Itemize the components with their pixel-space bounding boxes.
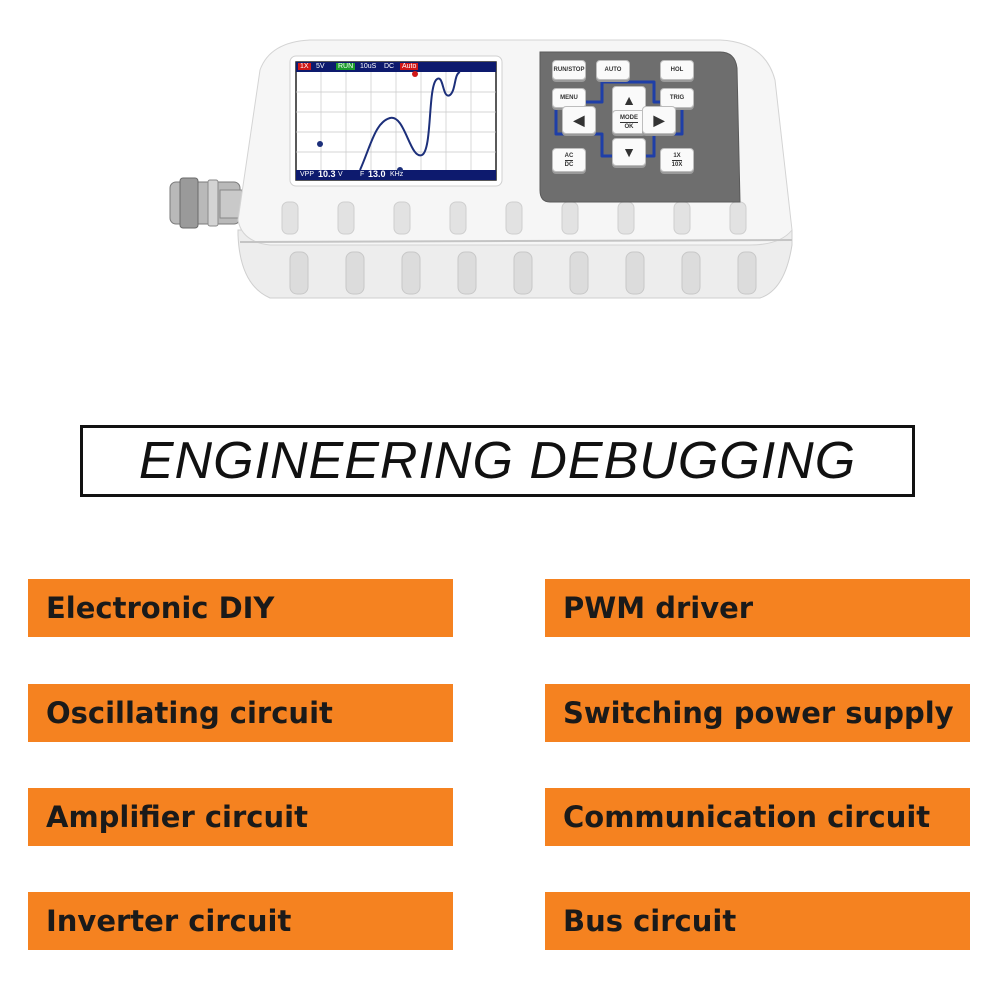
menu-button[interactable]: MENU — [552, 88, 586, 108]
screen-vpp-value: 10.3 — [318, 169, 336, 179]
screen-trigger-mode: Auto — [400, 63, 419, 70]
application-label: Electronic DIY — [28, 579, 453, 637]
right-button[interactable]: ▶ — [642, 106, 676, 134]
screen-freq-label: F — [360, 171, 365, 178]
auto-button[interactable]: AUTO — [596, 60, 630, 80]
screen-volts-div: 5V — [316, 63, 325, 70]
page-title: ENGINEERING DEBUGGING — [138, 432, 857, 490]
screen-timebase: 10uS — [360, 63, 377, 70]
screen-grid — [296, 72, 496, 170]
screen-freq-value: 13.0 — [368, 169, 386, 179]
up-button[interactable]: ▲ — [612, 86, 646, 114]
hold-button[interactable]: HOL — [660, 60, 694, 80]
application-label: Communication circuit — [545, 788, 970, 846]
application-label: Amplifier circuit — [28, 788, 453, 846]
application-label: Bus circuit — [545, 892, 970, 950]
screen-coupling: DC — [384, 63, 395, 70]
down-button[interactable]: ▼ — [612, 138, 646, 166]
trigger-marker — [412, 71, 418, 77]
left-button[interactable]: ◀ — [562, 106, 596, 134]
application-label: PWM driver — [545, 579, 970, 637]
waveform-trace — [359, 71, 461, 171]
application-label: Oscillating circuit — [28, 684, 453, 742]
screen-vpp-unit: V — [338, 171, 343, 178]
oscilloscope-device: 1X 5V RUN 10uS DC Auto VPP 10.3 V F 13.0… — [160, 30, 810, 330]
screen-run-status: RUN — [336, 63, 356, 70]
screen-probe-x: 1X — [298, 63, 311, 70]
screen-freq-unit: KHz — [390, 171, 404, 178]
application-label: Switching power supply — [545, 684, 970, 742]
device-body-drawing — [169, 39, 793, 299]
application-label: Inverter circuit — [28, 892, 453, 950]
screen-vpp-label: VPP — [300, 171, 315, 178]
trig-button[interactable]: TRIG — [660, 88, 694, 108]
title-banner: ENGINEERING DEBUGGING — [80, 425, 915, 497]
run-stop-button[interactable]: RUN/STOP — [552, 60, 586, 80]
bnc-connector — [169, 177, 243, 229]
